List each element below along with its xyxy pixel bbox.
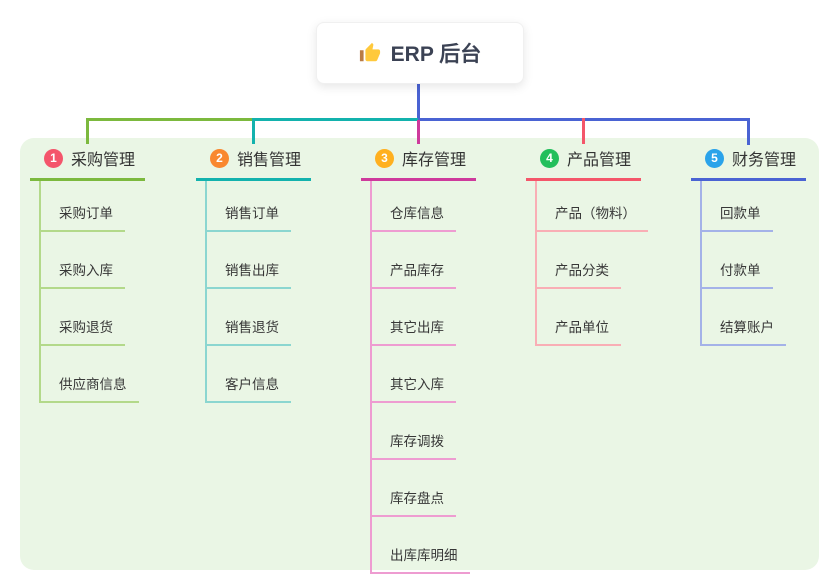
- branch-label: 采购管理: [71, 152, 136, 169]
- connector-bus-teal: [252, 118, 418, 121]
- branch-header-inventory[interactable]: 3 库存管理: [361, 146, 476, 181]
- thumbs-up-icon: [359, 42, 381, 64]
- child-node[interactable]: 产品单位: [537, 289, 621, 346]
- branch-label: 财务管理: [732, 152, 797, 169]
- child-node[interactable]: 销售退货: [207, 289, 291, 346]
- branch-index-badge: 4: [540, 148, 559, 168]
- root-node[interactable]: ERP 后台: [316, 22, 524, 84]
- child-node[interactable]: 回款单: [702, 181, 773, 232]
- connector-drop-purchase: [86, 118, 89, 144]
- branch-index-badge: 2: [210, 148, 229, 168]
- connector-bus-green: [87, 118, 252, 121]
- child-node[interactable]: 客户信息: [207, 346, 291, 403]
- connector-drop-finance: [747, 118, 750, 145]
- child-node[interactable]: 其它出库: [372, 289, 456, 346]
- connector-drop-product: [582, 118, 585, 144]
- branch-header-finance[interactable]: 5 财务管理: [691, 146, 806, 181]
- child-node[interactable]: 仓库信息: [372, 181, 456, 232]
- branch-index-badge: 3: [375, 148, 394, 168]
- child-node[interactable]: 结算账户: [702, 289, 786, 346]
- connector-drop-inventory: [417, 120, 420, 144]
- child-node[interactable]: 销售订单: [207, 181, 291, 232]
- child-node[interactable]: 产品（物料）: [537, 181, 648, 232]
- branch-children: 仓库信息 产品库存 其它出库 其它入库 库存调拨 库存盘点 出库库明细: [370, 181, 470, 574]
- branch-label: 销售管理: [237, 152, 302, 169]
- connector-drop-sales: [252, 118, 255, 144]
- branch-header-product[interactable]: 4 产品管理: [526, 146, 641, 181]
- connector-root-drop: [417, 83, 420, 119]
- branch-children: 销售订单 销售出库 销售退货 客户信息: [205, 181, 291, 403]
- child-node[interactable]: 产品库存: [372, 232, 456, 289]
- branch-product: 4 产品管理 产品（物料） 产品分类 产品单位: [526, 146, 648, 346]
- child-node[interactable]: 其它入库: [372, 346, 456, 403]
- child-node[interactable]: 库存盘点: [372, 460, 456, 517]
- branch-sales: 2 销售管理 销售订单 销售出库 销售退货 客户信息: [196, 146, 311, 403]
- branch-children: 产品（物料） 产品分类 产品单位: [535, 181, 648, 346]
- branches-panel: [20, 138, 819, 570]
- child-node[interactable]: 采购入库: [41, 232, 125, 289]
- child-node[interactable]: 产品分类: [537, 232, 621, 289]
- child-node[interactable]: 出库库明细: [372, 517, 470, 574]
- branch-label: 库存管理: [402, 152, 467, 169]
- branch-inventory: 3 库存管理 仓库信息 产品库存 其它出库 其它入库 库存调拨 库存盘点 出库库…: [361, 146, 476, 574]
- child-node[interactable]: 库存调拨: [372, 403, 456, 460]
- branch-index-badge: 5: [705, 148, 724, 168]
- root-label: ERP 后台: [390, 43, 482, 66]
- branch-children: 采购订单 采购入库 采购退货 供应商信息: [39, 181, 139, 403]
- branch-header-purchase[interactable]: 1 采购管理: [30, 146, 145, 181]
- child-node[interactable]: 供应商信息: [41, 346, 139, 403]
- child-node[interactable]: 采购退货: [41, 289, 125, 346]
- branch-header-sales[interactable]: 2 销售管理: [196, 146, 311, 181]
- branch-children: 回款单 付款单 结算账户: [700, 181, 786, 346]
- child-node[interactable]: 付款单: [702, 232, 773, 289]
- branch-index-badge: 1: [44, 148, 63, 168]
- branch-purchase: 1 采购管理 采购订单 采购入库 采购退货 供应商信息: [30, 146, 145, 403]
- branch-finance: 5 财务管理 回款单 付款单 结算账户: [691, 146, 806, 346]
- child-node[interactable]: 采购订单: [41, 181, 125, 232]
- branch-label: 产品管理: [567, 152, 632, 169]
- child-node[interactable]: 销售出库: [207, 232, 291, 289]
